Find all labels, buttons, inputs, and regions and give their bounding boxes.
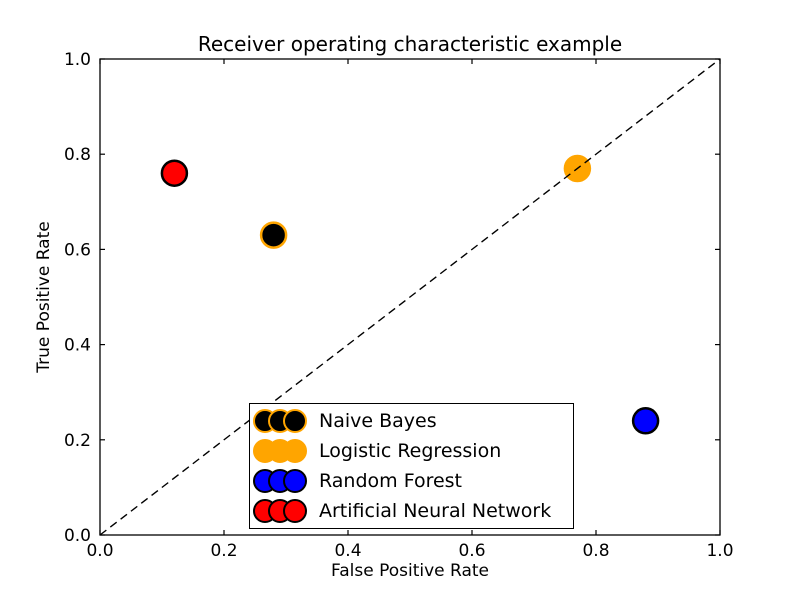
x-axis-label: False Positive Rate xyxy=(331,561,489,581)
x-tick-label: 0.0 xyxy=(86,541,113,561)
legend-item-naive-bayes: Naive Bayes xyxy=(252,406,567,436)
y-tick-label: 0.4 xyxy=(64,336,91,356)
legend-marker-icon xyxy=(253,499,307,523)
reference-diagonal-line xyxy=(99,58,721,536)
legend-marker-icon xyxy=(253,469,307,493)
legend-item-label: Naive Bayes xyxy=(319,410,437,432)
x-tick-label: 0.6 xyxy=(458,541,485,561)
scatter-point-random-forest xyxy=(631,407,660,435)
y-tick-label: 0.6 xyxy=(64,240,91,260)
x-tick-label: 0.2 xyxy=(210,541,237,561)
axes-frame xyxy=(99,58,721,536)
legend-marker-icon xyxy=(253,439,307,463)
legend-item-random-forest: Random Forest xyxy=(252,466,567,496)
legend-marker-circle xyxy=(283,499,307,523)
y-tick-label: 0.8 xyxy=(64,145,91,165)
legend-marker-circle xyxy=(283,469,307,493)
chart-title: Receiver operating characteristic exampl… xyxy=(197,32,623,56)
legend-item-label: Artificial Neural Network xyxy=(319,500,552,522)
y-tick-label: 0.0 xyxy=(64,526,91,546)
x-tick-label: 1.0 xyxy=(706,541,733,561)
y-tick-label: 0.2 xyxy=(64,431,91,451)
legend-marker-circle xyxy=(283,439,307,463)
x-tick-label: 0.8 xyxy=(582,541,609,561)
legend-item-artificial-neural-network: Artificial Neural Network xyxy=(252,496,567,526)
legend-marker-icon xyxy=(253,409,307,433)
y-axis-label: True Positive Rate xyxy=(34,221,54,373)
x-tick-label: 0.4 xyxy=(334,541,361,561)
scatter-point-artificial-neural-network xyxy=(160,159,189,187)
legend-marker-circle xyxy=(283,409,307,433)
scatter-point-naive-bayes xyxy=(259,221,288,249)
legend-item-label: Logistic Regression xyxy=(319,440,502,462)
y-tick-label: 1.0 xyxy=(64,50,91,70)
legend-item-logistic-regression: Logistic Regression xyxy=(252,436,567,466)
legend-item-label: Random Forest xyxy=(319,470,463,492)
